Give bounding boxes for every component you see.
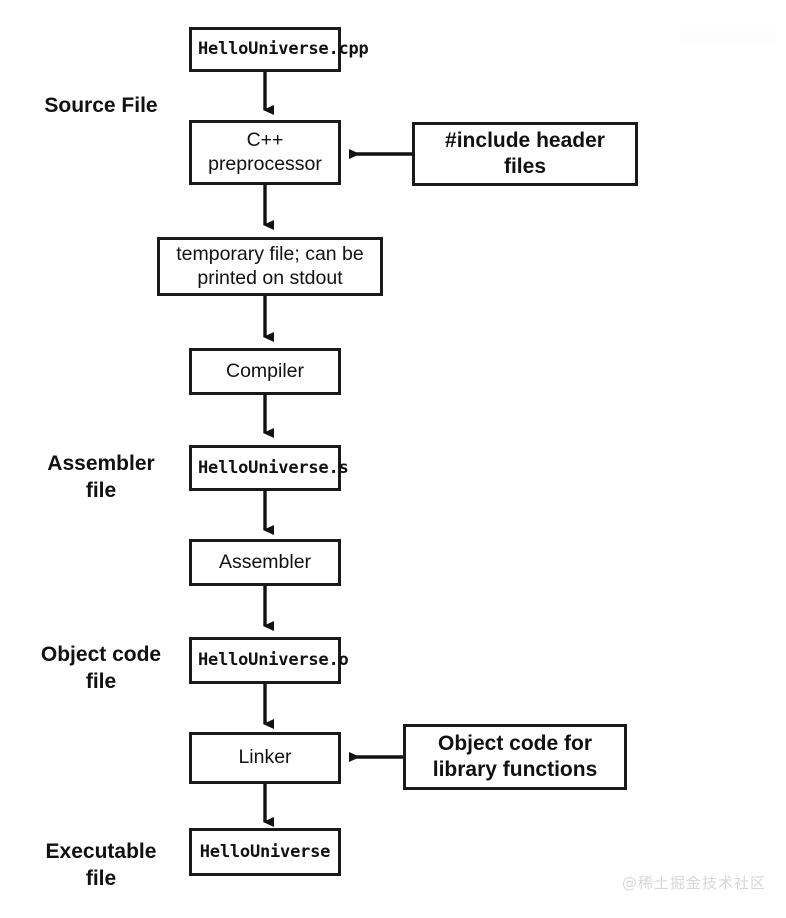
node-preprocessor[interactable]: C++ preprocessor <box>189 120 341 185</box>
node-assembly-file-label: HelloUniverse.s <box>198 457 349 478</box>
stage-label-source-file: Source File <box>44 94 158 117</box>
node-object-file-label: HelloUniverse.o <box>198 650 349 671</box>
node-source-file-label: HelloUniverse.cpp <box>198 39 369 60</box>
node-compiler[interactable]: Compiler <box>189 348 341 395</box>
background-artifact <box>680 26 776 44</box>
node-assembler-label: Assembler <box>218 550 312 573</box>
node-object-file[interactable]: HelloUniverse.o <box>189 637 349 684</box>
node-library-object-code[interactable]: Object code for library functions <box>403 724 627 790</box>
stage-label-assembler-file: Assembler file <box>47 452 155 503</box>
node-source-file[interactable]: HelloUniverse.cpp <box>189 27 369 72</box>
node-linker-label: Linker <box>238 746 292 769</box>
node-preprocessor-label: C++ preprocessor <box>208 128 322 175</box>
watermark-text: @稀土掘金技术社区 <box>622 874 767 892</box>
node-compiler-label: Compiler <box>225 359 305 382</box>
node-assembler[interactable]: Assembler <box>189 539 341 586</box>
node-executable[interactable]: HelloUniverse <box>189 828 341 876</box>
node-temporary-file[interactable]: temporary file; can be printed on stdout <box>157 237 383 296</box>
node-executable-label: HelloUniverse <box>199 841 331 862</box>
node-temporary-file-label: temporary file; can be printed on stdout <box>176 242 364 289</box>
stage-label-object-code-file: Object code file <box>40 643 162 694</box>
node-library-object-code-label: Object code for library functions <box>432 732 598 781</box>
node-assembly-file[interactable]: HelloUniverse.s <box>189 445 349 491</box>
node-include-headers[interactable]: #include header files <box>412 122 638 186</box>
stage-label-executable-file: Executable file <box>45 840 157 891</box>
node-linker[interactable]: Linker <box>189 732 341 784</box>
node-include-headers-label: #include header files <box>445 129 605 178</box>
